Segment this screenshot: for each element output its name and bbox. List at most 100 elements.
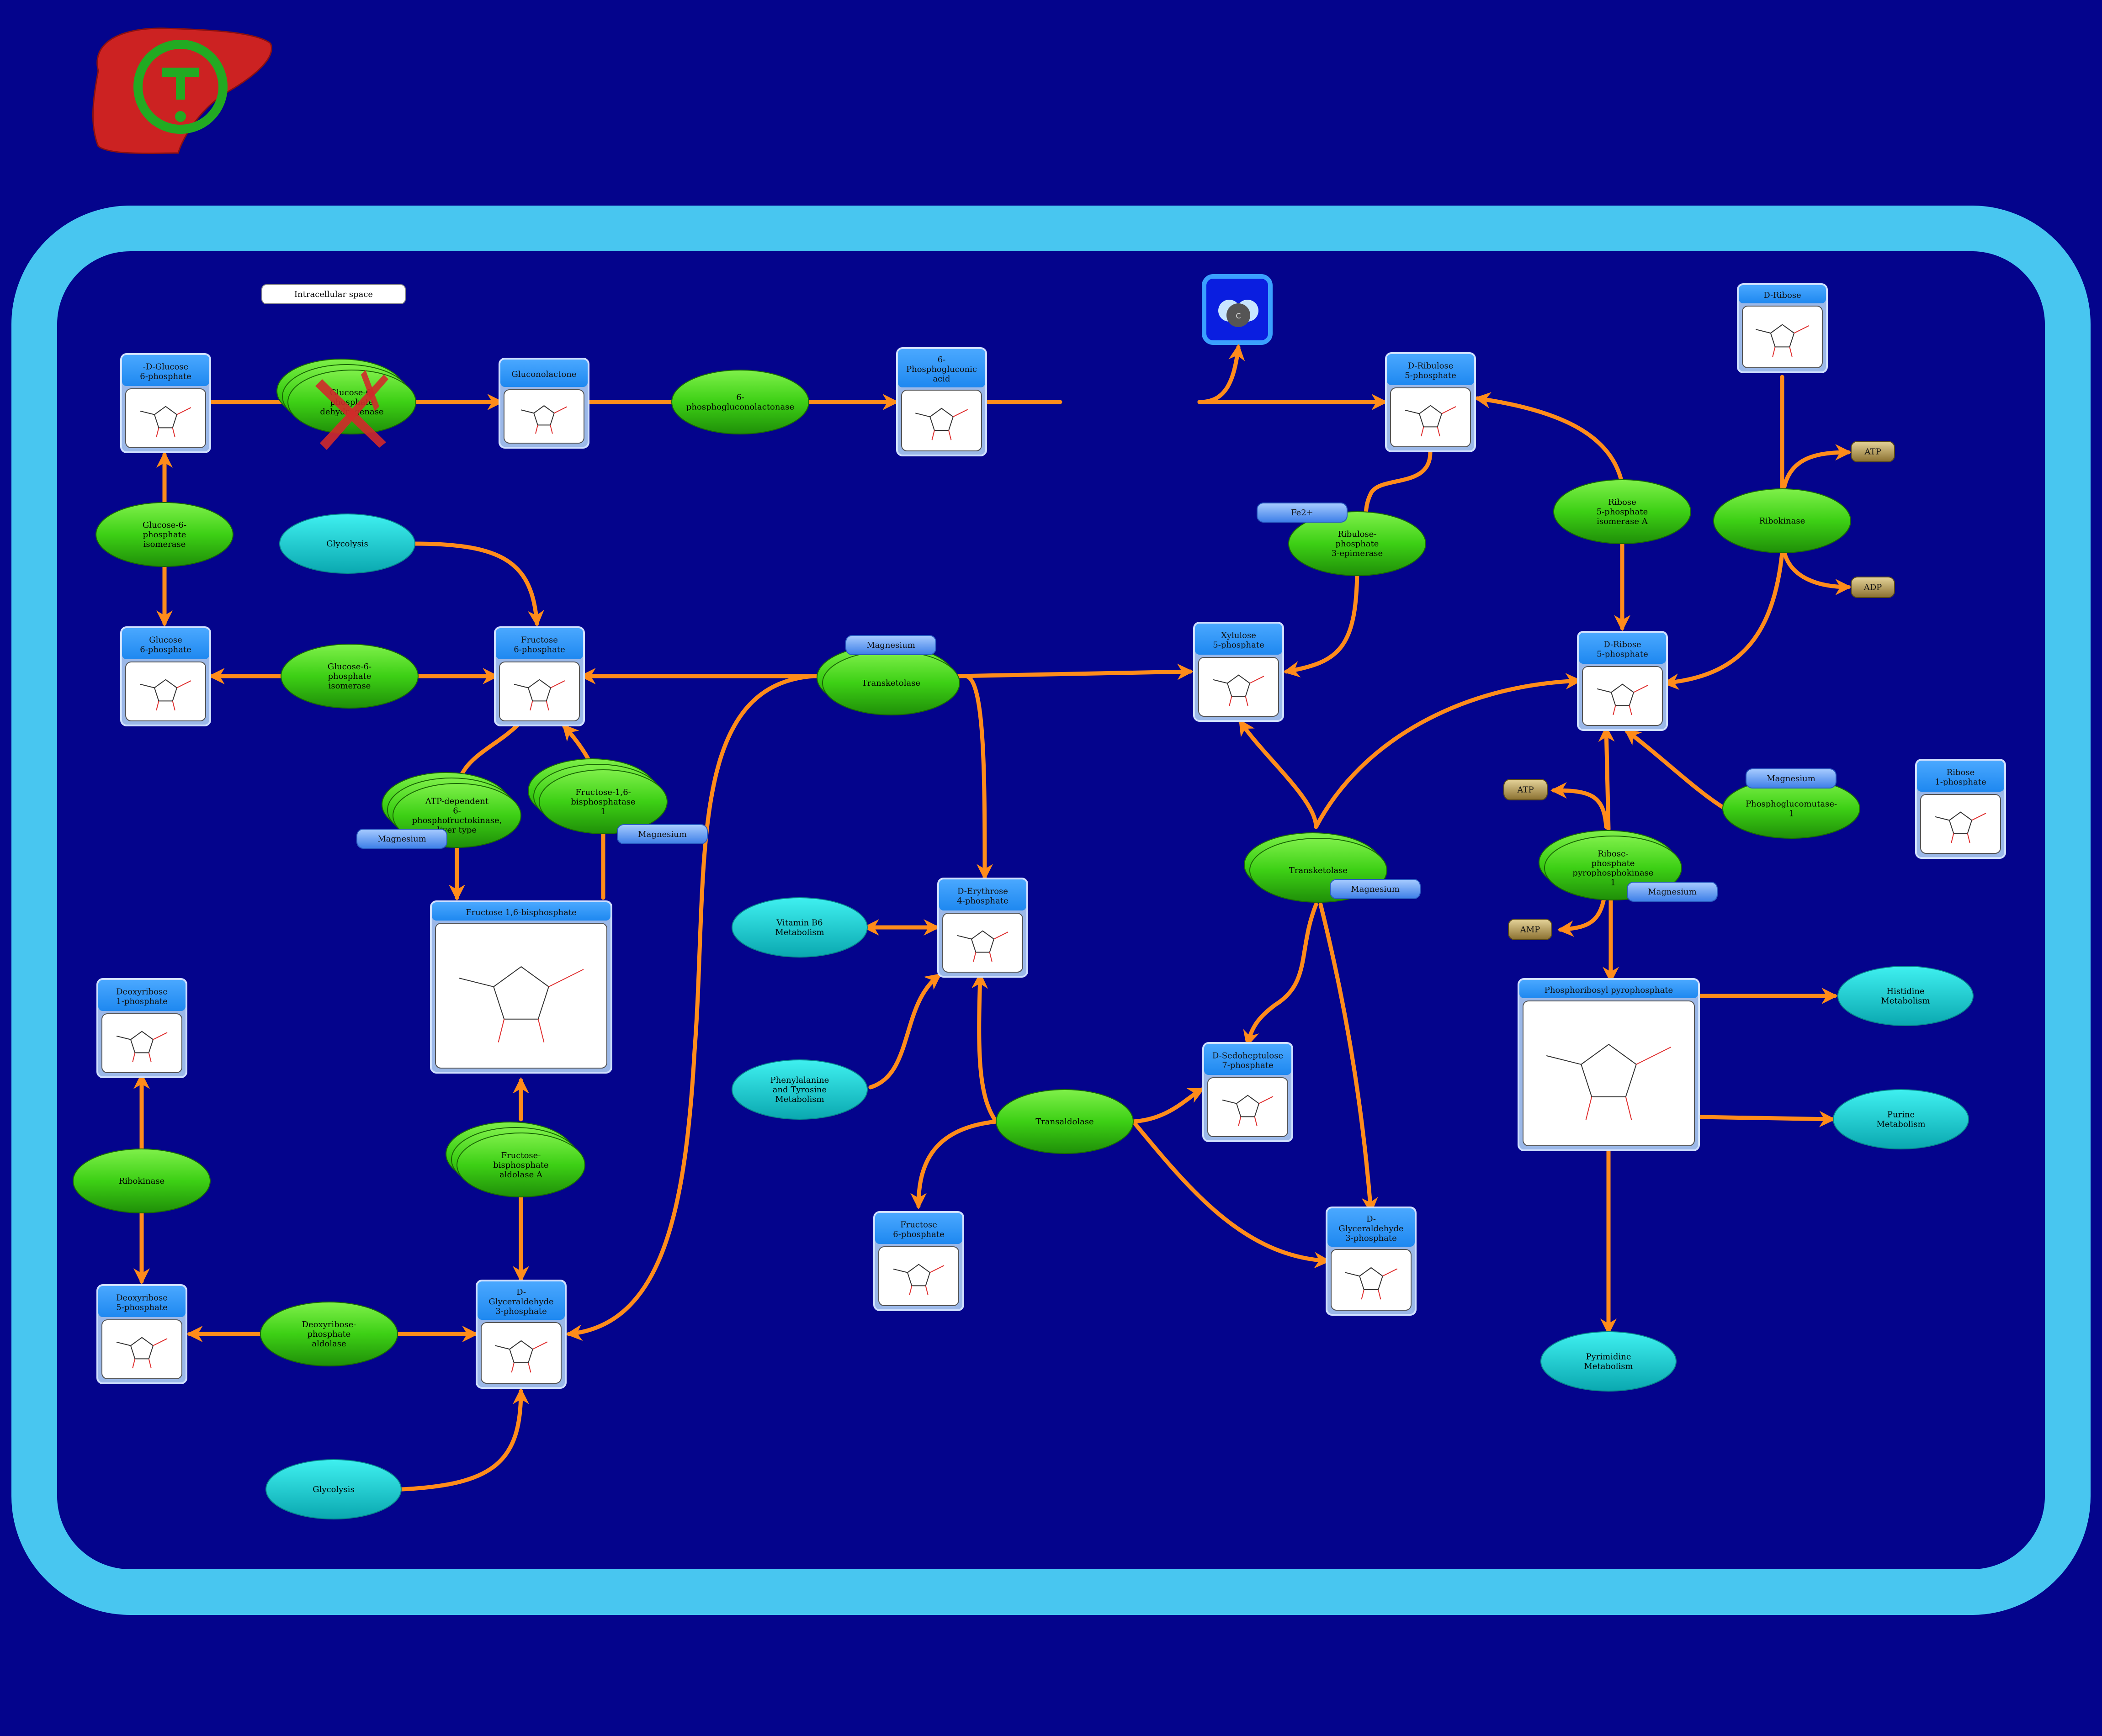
- enzyme-rbks_left[interactable]: Ribokinase: [73, 1149, 211, 1213]
- label-line: 6-: [736, 393, 744, 402]
- enzyme-pgl[interactable]: 6-phosphogluconolactonase: [671, 370, 809, 434]
- cofactor-adp[interactable]: ADP: [1851, 577, 1895, 598]
- label-line: Glucose: [149, 635, 182, 645]
- structure-diagram-icon: [458, 966, 584, 1043]
- label-line: Phosphoglucomutase-: [1746, 799, 1837, 809]
- label-line: Transketolase: [862, 678, 920, 688]
- co2-molecule-icon: C: [1202, 274, 1273, 345]
- cofactor-atp[interactable]: ATP: [1851, 441, 1895, 462]
- label-line: 6-phosphate: [140, 372, 191, 381]
- metabolite-prpp[interactable]: Phosphoribosyl pyrophosphate: [1518, 978, 1700, 1151]
- metabolite-fbp[interactable]: Fructose 1,6-bisphosphate: [430, 900, 612, 1074]
- label-line: D-Ribose: [1763, 291, 1801, 300]
- label-line: Deoxyribose-: [302, 1320, 356, 1329]
- label-line: pyrophosphokinase: [1572, 868, 1653, 878]
- label-line: Glucose-6-: [330, 388, 374, 397]
- structure-diagram-icon: [1756, 324, 1810, 357]
- label-line: ATP-dependent: [425, 797, 489, 806]
- cofactor-label: AMP: [1520, 925, 1540, 935]
- label-line: isomerase: [143, 540, 186, 549]
- cofactor-amp[interactable]: AMP: [1508, 919, 1552, 940]
- label-line: bisphosphatase: [571, 797, 635, 807]
- label-line: 3-phosphate: [1345, 1233, 1396, 1243]
- label-line: phosphate: [328, 672, 372, 681]
- label-line: Histidine: [1886, 987, 1924, 996]
- cofactor-label: ADP: [1863, 583, 1882, 593]
- label-line: 5-phosphate: [116, 1303, 167, 1313]
- metabolite-gluconolactone[interactable]: Gluconolactone: [499, 358, 589, 449]
- label-line: 3-phosphate: [495, 1307, 547, 1316]
- label-line: Vitamin B6: [776, 918, 823, 928]
- enzyme-tkt_top[interactable]: Transketolase: [817, 645, 960, 715]
- structure-diagram-icon: [514, 679, 565, 711]
- enzyme-taldo[interactable]: Transaldolase: [996, 1089, 1134, 1154]
- label-line: 5-phosphate: [1597, 650, 1648, 659]
- label-line: Glycolysis: [313, 1485, 354, 1494]
- label-line: aldolase A: [499, 1170, 543, 1180]
- pathway-glycolysis_bottom[interactable]: Glycolysis: [265, 1459, 402, 1519]
- structure-diagram-icon: [1213, 674, 1264, 706]
- metabolite-dribose[interactable]: D-Ribose: [1737, 283, 1828, 373]
- label-line: Pyrimidine: [1586, 1352, 1631, 1362]
- cofactor-magnesium[interactable]: Magnesium: [1330, 879, 1421, 899]
- structure-diagram-icon: [116, 1337, 168, 1369]
- label-line: Metabolism: [1876, 1120, 1925, 1129]
- cofactor-magnesium[interactable]: Magnesium: [845, 635, 936, 655]
- label-line: Deoxyribose: [116, 1293, 168, 1303]
- label-line: Xylulose: [1221, 631, 1256, 640]
- label-line: Ribokinase: [119, 1176, 165, 1186]
- label-line: phosphate: [1336, 539, 1379, 549]
- cofactor-fe2[interactable]: Fe2+: [1257, 503, 1348, 523]
- label-line: liver type: [437, 826, 477, 835]
- structure-diagram-icon: [140, 679, 191, 711]
- structure-diagram-icon: [893, 1264, 945, 1296]
- svg-text:C: C: [1236, 312, 1241, 320]
- compartment-label-text: Intracellular space: [294, 290, 373, 299]
- label-line: 6-: [453, 806, 461, 816]
- enzyme-rbks_top[interactable]: Ribokinase: [1713, 488, 1851, 553]
- cofactor-atp[interactable]: ATP: [1503, 779, 1548, 800]
- structure-diagram-icon: [1546, 1043, 1672, 1120]
- structure-diagram-icon: [495, 1340, 548, 1373]
- cofactor-magnesium[interactable]: Magnesium: [617, 824, 708, 844]
- pathway-glycolysis_top[interactable]: Glycolysis: [279, 513, 415, 574]
- label-line: phosphogluconolactonase: [686, 402, 794, 412]
- label-line: 1: [600, 807, 605, 816]
- cofactor-label: Magnesium: [377, 834, 426, 844]
- label-line: isomerase: [329, 681, 371, 691]
- cofactor-magnesium[interactable]: Magnesium: [1746, 768, 1837, 789]
- cofactor-magnesium[interactable]: Magnesium: [356, 829, 447, 849]
- cofactor-magnesium[interactable]: Magnesium: [1627, 882, 1718, 902]
- label-line: Metabolism: [1881, 996, 1930, 1006]
- label-line: acid: [933, 374, 950, 384]
